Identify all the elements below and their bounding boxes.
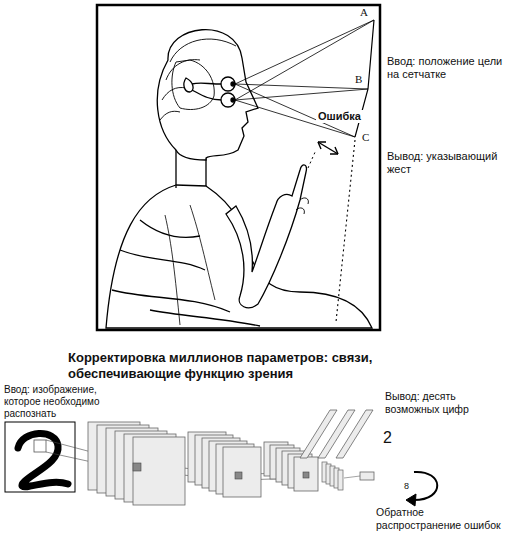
feature-maps <box>88 422 185 505</box>
section-title: Корректировка миллионов параметров: связ… <box>68 350 438 381</box>
figure <box>106 20 374 328</box>
output-label: Вывод: десять возможных цифр <box>385 390 490 415</box>
point-letter: C <box>362 131 369 144</box>
point-letter: B <box>355 73 362 86</box>
backprop-arrow <box>406 472 437 506</box>
input-label: Ввод: изображение, которое необходимо ра… <box>4 384 104 420</box>
point-letter: A <box>360 6 368 19</box>
output-digit: 8 <box>404 481 409 492</box>
output-layer <box>360 472 374 480</box>
engraving-frame <box>97 5 380 330</box>
input-label: Ввод: положение цели на сетчатке <box>387 55 511 81</box>
error-label: Ошибка <box>316 110 363 123</box>
dense-layers <box>300 410 373 458</box>
output-digit: 2 <box>383 428 392 447</box>
output-label: Вывод: указывающий жест <box>387 150 509 176</box>
feature-maps <box>188 432 261 497</box>
backprop-label: Обратное распространение ошибок <box>376 506 501 531</box>
input-image <box>5 422 75 492</box>
feature-maps <box>322 462 343 490</box>
